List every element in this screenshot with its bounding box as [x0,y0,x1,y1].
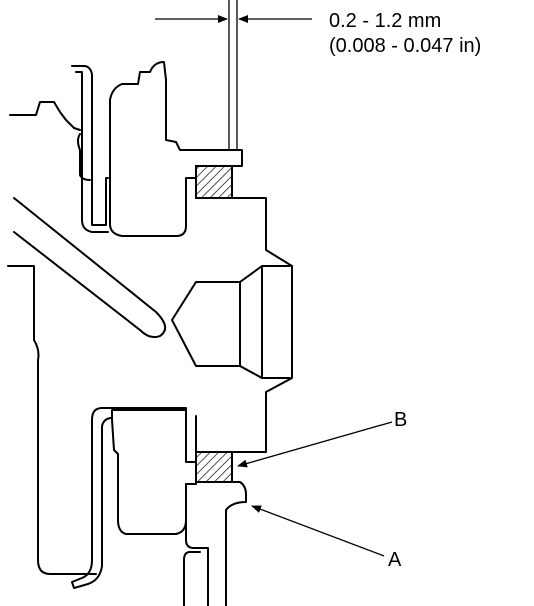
callout-a-label: A [388,549,402,571]
callout-b-leader [237,421,393,468]
lower-housing [111,409,197,535]
dimension-extension-lines [228,0,238,150]
upper-housing-step [195,177,233,199]
central-hub [231,197,293,453]
callout-b-label: B [394,409,407,431]
lower-clip [71,407,187,589]
lower-base [183,551,201,606]
diagonal-rod [13,197,167,339]
dimension-imperial-label: (0.008 - 0.047 in) [329,35,481,57]
upper-wall-bracket [9,101,81,131]
lower-housing-inner [195,415,233,453]
lower-shim [195,451,233,483]
dimension-metric-label: 0.2 - 1.2 mm [329,10,441,32]
lower-sleeve [185,481,247,606]
tapered-tip [171,265,291,379]
callout-a-leader [251,505,385,557]
upper-clip [71,65,109,233]
left-side-wall [7,265,97,575]
upper-shim [195,165,233,199]
upper-housing [109,61,243,237]
